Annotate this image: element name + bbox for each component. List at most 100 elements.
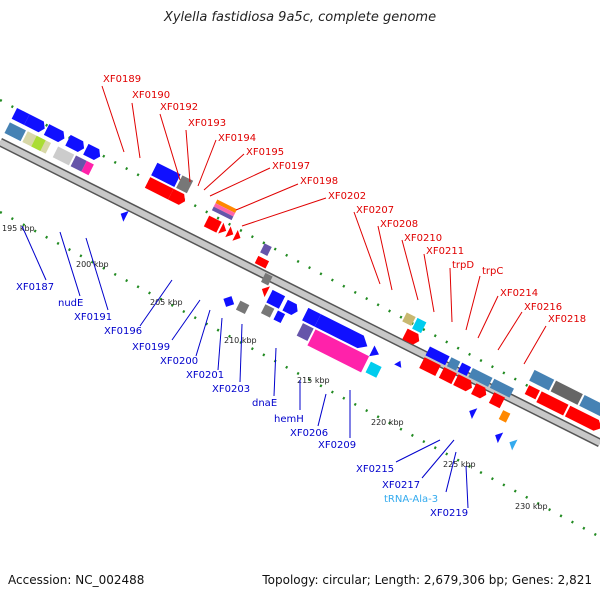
tick-label: 210 kbp [224,336,257,345]
bottom-leader-lines [21,225,469,509]
gene-label: XF0202 [328,191,366,202]
gene-red [536,391,569,416]
gene-blue [151,162,181,187]
leader-line [239,323,243,383]
gene-label: hemH [274,414,304,425]
gene-red [471,383,487,399]
gene-red [438,367,457,385]
gene-label: XF0207 [356,205,394,216]
leader-line [395,439,441,463]
gene-blue-arrow [120,211,129,222]
gene-blue-arrow [469,408,478,419]
gene-blue [314,314,368,349]
leader-line [131,102,141,159]
leader-line [159,113,181,181]
gene-label: XF0217 [382,480,420,491]
gene-red [564,405,600,431]
gene-trna-arrow [509,439,518,451]
leader-line [139,279,173,327]
gene-blue [425,346,450,366]
leader-line [317,393,327,427]
gene-blue [11,108,30,126]
accession-text: Accession: NC_002488 [8,573,145,587]
gene-gray [550,380,583,405]
backbone-fill [0,139,600,446]
leader-line [497,311,523,351]
gene-steelblue [489,378,514,398]
gene-pink [213,203,236,217]
gene-cyan [412,317,427,334]
leader-line [185,129,191,183]
gene-label: XF0191 [74,312,112,323]
gene-steelblue [4,122,26,142]
gene-blue [43,124,65,143]
leader-line [101,85,125,153]
gene-label: XF0189 [103,74,141,85]
gene-cyan [365,361,382,378]
gene-label: XF0195 [246,147,284,158]
gene-label: trpC [482,266,503,277]
leader-line [209,167,271,197]
leader-line [21,225,47,281]
gene-blue-arrow [495,432,504,444]
top-labels: XF0189 XF0190 XF0192 XF0193 XF0194 XF019… [103,74,586,325]
gene-lightgray [52,146,75,166]
gene-label: XF0219 [430,508,468,519]
gene-blue [302,307,321,327]
bottom-labels: XF0187 nudE XF0191 XF0196 XF0199 XF0200 … [16,282,468,519]
gene-label: XF0210 [404,233,442,244]
tick-label: 230 kbp [515,502,548,511]
gene-red [203,215,222,233]
tick-label: 205 kbp [150,298,183,307]
leader-line [241,197,327,227]
gene-purple [70,155,87,172]
gene-label: XF0201 [186,370,224,381]
gene-label: XF0199 [132,342,170,353]
gene-red [402,328,420,345]
gene-red-arrow [232,229,241,241]
gene-red [453,374,472,392]
gene-red [254,255,270,269]
leader-line [377,225,393,291]
map-title: Xylella fastidiosa 9a5c, complete genome [163,10,437,25]
leader-line [235,183,299,211]
gene-blue [266,289,286,309]
gene-label: XF0193 [188,118,226,129]
tick-label: 195 kbp [2,224,35,233]
gene-label: XF0218 [548,314,586,325]
gene-label: XF0190 [132,90,170,101]
gene-red-arrow [261,286,270,298]
gene-red [419,357,441,377]
gene-blue [282,299,298,316]
gene-steelblue [468,368,493,387]
gene-blue [223,296,235,307]
gene-label: trpD [452,260,474,271]
gene-label: XF0200 [160,356,198,367]
leader-line [217,317,223,371]
gene-blue [273,310,286,324]
gene-label: XF0209 [318,440,356,451]
leader-line [523,325,547,365]
leader-line [401,239,419,301]
gene-gray [235,300,250,315]
gene-red-arrow [218,222,227,234]
gene-label: XF0214 [500,288,538,299]
gene-label: XF0206 [290,428,328,439]
leader-line [195,309,211,357]
tick-label: 200 kbp [76,260,109,269]
trna-label: tRNA-Ala-3 [384,494,438,505]
gene-label: XF0198 [300,176,338,187]
tick-label: 220 kbp [371,418,404,427]
gene-lime [31,135,46,151]
gene-label: XF0211 [426,246,464,257]
top-leader-lines [101,85,547,365]
gene-label: XF0215 [356,464,394,475]
gene-tan [402,312,416,326]
gene-gray [260,304,275,318]
gene-steelblue [529,369,555,391]
gene-features [4,108,600,451]
gene-label: XF0192 [160,102,198,113]
gene-label: dnaE [252,398,277,409]
leader-line [273,347,277,397]
